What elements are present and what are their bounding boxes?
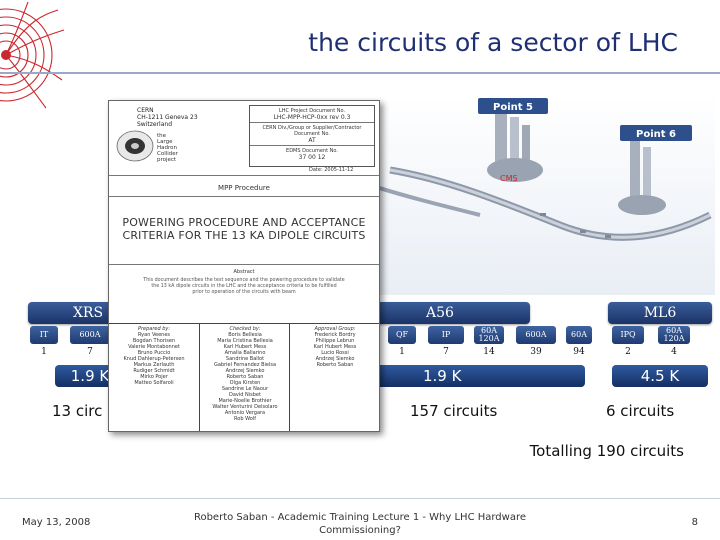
count-600a-left: 7 xyxy=(87,347,93,357)
page-number: 8 xyxy=(691,517,698,528)
footer-date: May 13, 2008 xyxy=(22,517,91,528)
chip-ipq: IPQ xyxy=(612,326,644,344)
doc-title: POWERING PROCEDURE AND ACCEPTANCE CRITER… xyxy=(122,216,366,242)
count-60a-120a: 14 xyxy=(483,347,495,357)
chip-600a-left: 600A xyxy=(70,326,110,344)
point5-label: Point 5 xyxy=(493,102,533,113)
lhc-event-logo-icon xyxy=(0,1,65,109)
count-600a-a56: 39 xyxy=(530,347,542,357)
doc-approval-column: Approval Group: Frederick Bordry Philipp… xyxy=(289,323,379,431)
band-a56: A56 xyxy=(350,302,530,324)
count-qf: 1 xyxy=(399,347,405,357)
page-title: the circuits of a sector of LHC xyxy=(308,28,678,57)
temp-left: 1.9 K xyxy=(55,365,125,387)
doc-abstract-label: Abstract xyxy=(233,269,255,275)
doc-checked-column: Checked by: Boris Bellesia Maria Cristin… xyxy=(199,323,290,431)
footer-caption: Roberto Saban - Academic Training Lectur… xyxy=(193,512,527,536)
lhc-project-logo-icon xyxy=(116,130,154,162)
chip-qf: QF xyxy=(388,326,416,344)
doc-rule xyxy=(109,175,379,176)
count-60a-120a-ml6: 4 xyxy=(671,347,677,357)
circuits-ml6: 6 circuits xyxy=(606,402,675,420)
temp-a56: 1.9 K xyxy=(375,365,585,387)
procedure-document: CERN CH-1211 Geneva 23 Switzerland the L… xyxy=(108,100,380,432)
chip-ip: IP xyxy=(428,326,464,344)
doc-rule-3 xyxy=(109,264,379,265)
doc-rule-2 xyxy=(109,196,379,197)
lhc-sector-map: Point 5 Point 6 CMS xyxy=(330,95,715,295)
doc-reference-box: LHC Project Document No. LHC-MPP-HCP-0xx… xyxy=(249,105,375,167)
doc-prepared-column: Prepared by: Ryan Veenes Bogdan Thorisen… xyxy=(109,323,199,431)
point5-caverns xyxy=(487,110,543,182)
point6-label: Point 6 xyxy=(636,129,676,140)
footer-divider xyxy=(0,498,720,499)
cms-label: CMS xyxy=(500,174,518,183)
circuits-left: 13 circ xyxy=(52,402,103,420)
chip-60a-120a: 60A 120A xyxy=(474,326,504,344)
count-ipq: 2 xyxy=(625,347,631,357)
doc-org: CERN CH-1211 Geneva 23 Switzerland xyxy=(137,107,198,128)
doc-procedure-label: MPP Procedure xyxy=(218,184,270,192)
total-circuits: Totalling 190 circuits xyxy=(529,442,684,460)
doc-project: the Large Hadron Collider project xyxy=(157,133,178,163)
circuits-a56: 157 circuits xyxy=(410,402,498,420)
count-it: 1 xyxy=(41,347,47,357)
count-ip: 7 xyxy=(443,347,449,357)
chip-60a-120a-ml6: 60A 120A xyxy=(658,326,690,344)
title-divider xyxy=(0,72,720,74)
point6-caverns xyxy=(618,140,666,215)
temp-ml6: 4.5 K xyxy=(612,365,708,387)
chip-it: IT xyxy=(30,326,58,344)
chip-60a: 60A xyxy=(566,326,592,344)
count-60a: 94 xyxy=(573,347,585,357)
band-ml6: ML6 xyxy=(608,302,712,324)
doc-date: Date: 2005-11-12 xyxy=(309,167,354,173)
doc-abstract: This document describes the test sequenc… xyxy=(143,278,345,295)
chip-600a-a56: 600A xyxy=(516,326,556,344)
